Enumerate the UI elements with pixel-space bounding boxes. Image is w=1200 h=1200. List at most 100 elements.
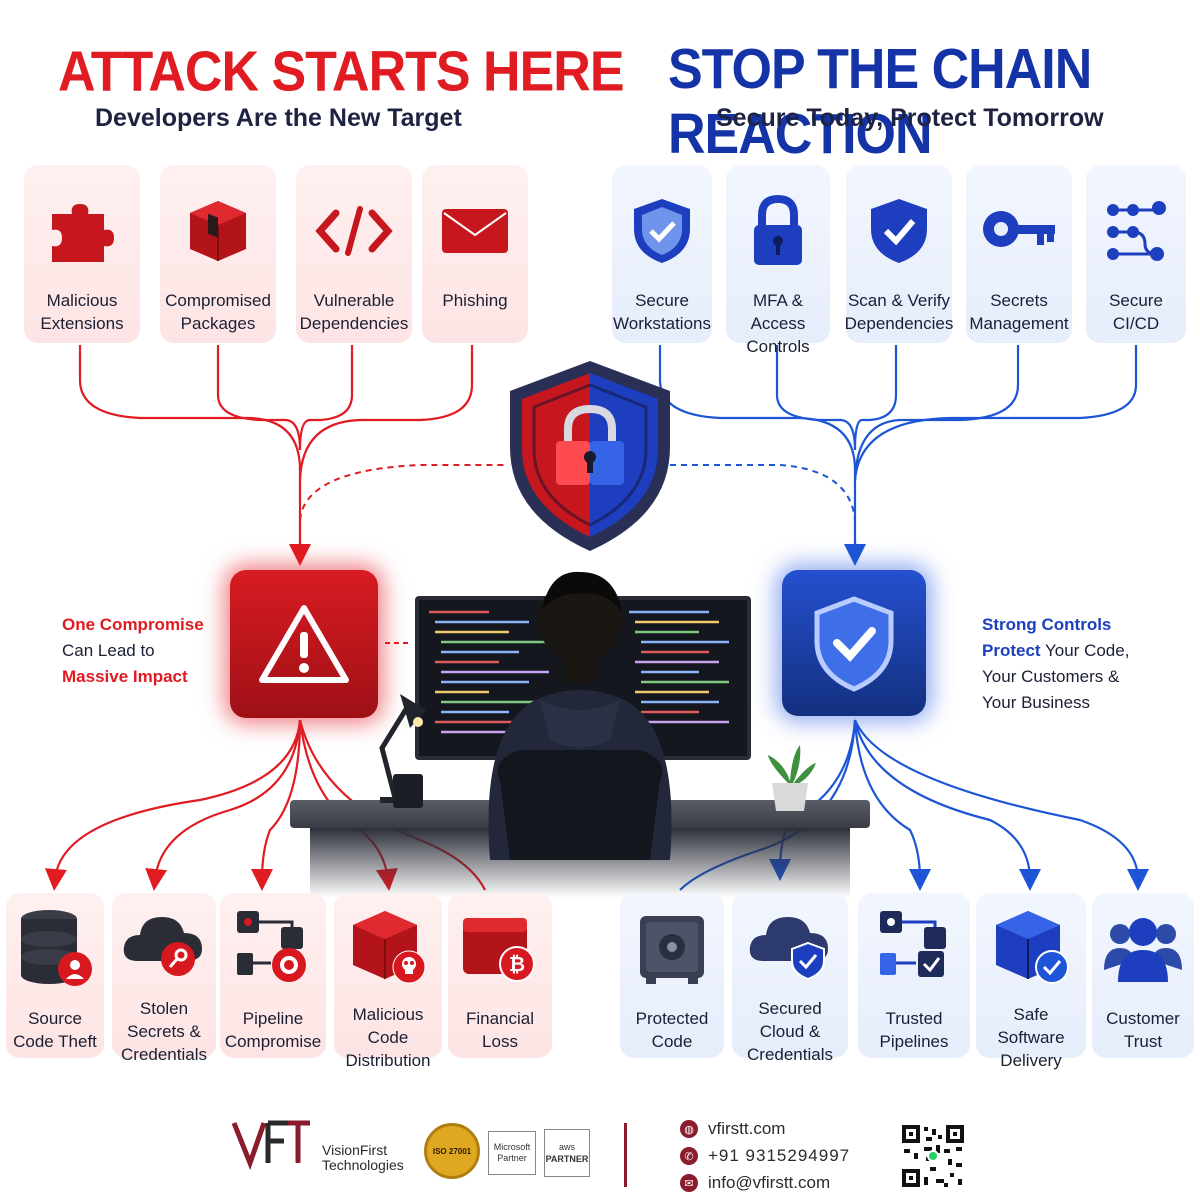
attack-label: Phishing — [442, 291, 508, 310]
phone-icon: ✆ — [680, 1147, 698, 1165]
globe-icon: ◍ — [680, 1120, 698, 1138]
right-callout-line4: Your Business — [982, 693, 1091, 712]
outcome-label: Protected Code — [635, 1009, 709, 1051]
cloud-key-icon — [119, 903, 209, 983]
attack-label: Compromised Packages — [165, 291, 271, 333]
impact-label: Malicious Code Distribution — [345, 1005, 431, 1070]
control-card-secure-workstations: Secure Workstations — [612, 165, 712, 343]
impact-label: Source Code Theft — [13, 1009, 97, 1051]
box-skull-icon — [343, 903, 433, 989]
shield-check-icon — [859, 191, 939, 271]
envelope-icon — [435, 191, 515, 271]
phone-number[interactable]: +91 9315294997 — [708, 1146, 851, 1165]
shield-check-icon — [622, 191, 702, 271]
left-callout: One Compromise Can Lead to Massive Impac… — [62, 612, 204, 690]
key-icon — [979, 191, 1059, 271]
right-callout-line1: Strong Controls — [982, 615, 1112, 634]
impact-label: Financial Loss — [465, 1009, 535, 1051]
coffee-mug — [393, 774, 423, 808]
control-card-mfa: MFA & Access Controls — [726, 165, 830, 356]
warning-box — [230, 570, 378, 718]
control-card-scan-verify: Scan & Verify Dependencies — [845, 165, 953, 343]
aws-partner-badge: aws PARTNER — [544, 1129, 590, 1177]
impact-card-stolen-secrets: Stolen Secrets & Credentials — [112, 893, 216, 1064]
warning-icon — [259, 605, 349, 683]
right-callout: Strong Controls Protect Your Code, Your … — [982, 612, 1129, 716]
aws-badge-line2: PARTNER — [545, 1154, 589, 1164]
pipeline-gear-icon — [228, 903, 318, 993]
outcome-label: Safe Software Delivery — [997, 1005, 1065, 1070]
wallet-bitcoin-icon: ₿ — [455, 903, 545, 993]
email-link[interactable]: info@vfirstt.com — [708, 1173, 831, 1192]
developer-scene — [280, 560, 880, 898]
brand-line1: VisionFirst — [322, 1142, 388, 1158]
svg-text:₿: ₿ — [509, 954, 525, 976]
brand-line2: Technologies — [322, 1157, 404, 1173]
impact-card-malicious-distribution: Malicious Code Distribution — [334, 893, 442, 1070]
left-callout-line2: Can Lead to — [62, 641, 155, 660]
attack-card-compromised-packages: Compromised Packages — [160, 165, 276, 343]
central-shield-icon — [510, 361, 670, 551]
shield-check-icon — [814, 596, 894, 692]
control-label: Scan & Verify Dependencies — [844, 291, 954, 333]
impact-label: Stolen Secrets & Credentials — [121, 999, 207, 1064]
left-callout-line1: One Compromise — [62, 615, 204, 634]
left-callout-line3: Massive Impact — [62, 667, 188, 686]
microsoft-partner-badge: Microsoft Partner — [488, 1131, 536, 1175]
email-icon: ✉ — [680, 1174, 698, 1192]
padlock-icon — [738, 191, 818, 271]
right-callout-line2a: Protect — [982, 641, 1041, 660]
code-icon — [314, 191, 394, 271]
qr-code-icon[interactable] — [900, 1123, 966, 1189]
protection-box — [782, 570, 926, 716]
pipeline-icon — [1096, 191, 1176, 271]
outcome-card-customer-trust: Customer Trust — [1092, 893, 1194, 1058]
outcome-card-trusted-pipelines: Trusted Pipelines — [858, 893, 970, 1058]
attack-label: Vulnerable Dependencies — [299, 291, 409, 333]
left-subheadline: Developers Are the New Target — [95, 104, 462, 132]
outcome-card-secured-cloud: Secured Cloud & Credentials — [732, 893, 848, 1064]
iso-badge-label: ISO 27001 — [432, 1146, 472, 1156]
outcome-label: Trusted Pipelines — [879, 1009, 949, 1051]
control-label: Secure Workstations — [613, 291, 711, 333]
attack-label: Malicious Extensions — [40, 291, 124, 333]
outcome-card-safe-delivery: Safe Software Delivery — [976, 893, 1086, 1070]
users-icon — [1098, 903, 1188, 993]
impact-card-financial-loss: ₿ Financial Loss — [448, 893, 552, 1058]
email-row: ✉ info@vfirstt.com — [680, 1173, 830, 1193]
right-subheadline: Secure Today, Protect Tomorrow — [716, 104, 1104, 132]
developer-person — [488, 571, 672, 860]
box-check-icon — [986, 903, 1076, 989]
puzzle-icon — [42, 191, 122, 271]
control-label: Secrets Management — [969, 291, 1069, 333]
right-headline: STOP THE CHAIN REACTION — [668, 38, 1092, 166]
control-card-cicd: Secure CI/CD — [1086, 165, 1186, 343]
package-icon — [178, 191, 258, 271]
iso-badge: ISO 27001 — [424, 1123, 480, 1179]
database-icon — [10, 903, 100, 993]
vft-logo-icon — [231, 1120, 310, 1171]
control-card-secrets: Secrets Management — [966, 165, 1072, 343]
footer-divider — [624, 1123, 627, 1187]
outcome-card-protected-code: Protected Code — [620, 893, 724, 1058]
pipeline-check-icon — [869, 903, 959, 993]
aws-badge-line1: aws — [558, 1142, 575, 1152]
brand-name: VisionFirst Technologies — [322, 1143, 404, 1173]
plant-icon — [768, 745, 816, 811]
website-link[interactable]: vfirstt.com — [708, 1119, 786, 1138]
right-callout-line3: Your Customers & — [982, 667, 1120, 686]
right-callout-line2b: Your Code, — [1040, 641, 1130, 660]
outcome-label: Customer Trust — [1106, 1009, 1180, 1051]
attack-card-vulnerable-dependencies: Vulnerable Dependencies — [296, 165, 412, 343]
footer: VisionFirst Technologies ISO 27001 Micro… — [0, 1085, 1200, 1200]
vault-icon — [627, 903, 717, 993]
ms-badge-line1: Microsoft — [493, 1142, 531, 1152]
control-label: Secure CI/CD — [1109, 291, 1163, 333]
left-headline: ATTACK STARTS HERE — [58, 40, 625, 104]
attack-card-malicious-extensions: Malicious Extensions — [24, 165, 140, 343]
ms-badge-line2: Partner — [497, 1153, 527, 1163]
control-label: MFA & Access Controls — [746, 291, 810, 356]
impact-label: Pipeline Compromise — [224, 1009, 322, 1051]
